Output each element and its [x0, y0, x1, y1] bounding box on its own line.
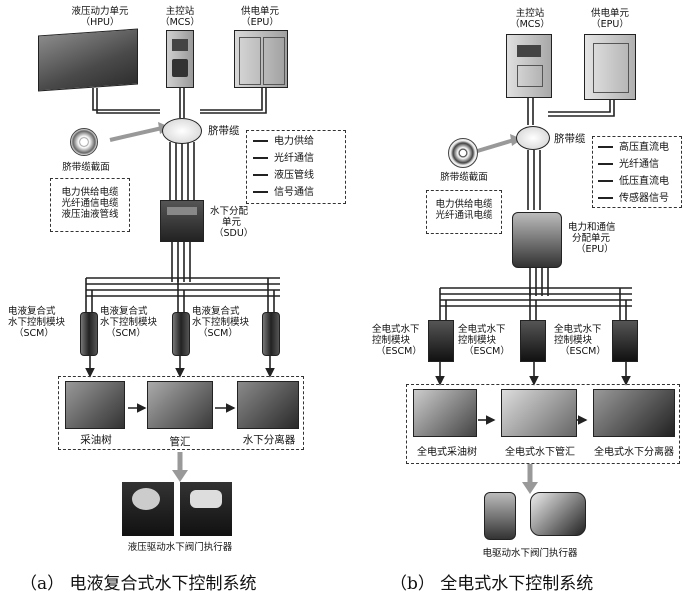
scm-abbr: （SCM） — [106, 328, 146, 339]
scm-abbr: （SCM） — [14, 328, 54, 339]
umbilical-hub — [516, 126, 550, 150]
mcs-cabinet-image — [506, 34, 552, 98]
sdu-label2: 单元 — [222, 217, 242, 228]
mcs-abbr: （MCS） — [160, 17, 200, 28]
legend-item: 液压管线 — [253, 167, 339, 184]
legend-box: 电力供给 光纤通信 液压管线 信号通信 — [246, 130, 346, 204]
hpu-label: 液压动力单元 — [71, 6, 129, 17]
escm-abbr: （ESCM） — [376, 346, 422, 357]
legend-item: 光纤通信 — [253, 150, 339, 167]
xmas-tree-image — [413, 389, 477, 437]
separator-image — [237, 381, 299, 429]
caption-a: （a） 电液复合式水下控制系统 — [20, 574, 257, 594]
section-label: 脐带缆截面 — [440, 172, 488, 183]
escm-module-image — [520, 320, 546, 362]
scm-label: 电液复合式 — [192, 306, 240, 317]
section-label: 脐带缆截面 — [62, 162, 110, 173]
hydraulic-actuator-image — [122, 482, 174, 536]
umbilical-label: 脐带缆 — [208, 125, 240, 137]
epu2-abbr: （EPU） — [576, 244, 614, 255]
actuator-label: 电驱动水下阀门执行器 — [482, 548, 578, 559]
umbilical-hub — [162, 118, 202, 144]
epu-cabinet-image — [584, 34, 636, 100]
sdu-label: 水下分配 — [210, 206, 249, 217]
section-item: 光纤通信电缆 — [61, 198, 119, 209]
scm-abbr: （SCM） — [198, 328, 238, 339]
scm-module-image — [262, 312, 280, 356]
legend-item: 高压直流电 — [598, 139, 676, 156]
tree-label: 采油树 — [80, 434, 112, 446]
legend-item: 信号通信 — [253, 184, 339, 201]
escm-label: 控制模块 — [554, 335, 593, 346]
sdu-image — [160, 200, 204, 242]
scm-label: 水下控制模块 — [100, 317, 158, 328]
epu-label: 供电单元 — [240, 6, 279, 17]
electric-actuator-image — [530, 492, 586, 536]
section-item: 电力供给电缆 — [61, 187, 119, 198]
legend-item: 低压直流电 — [598, 173, 676, 190]
manifold-image — [147, 381, 213, 429]
caption-b: （b） 全电式水下控制系统 — [390, 574, 594, 594]
manifold-label: 全电式水下管汇 — [505, 447, 575, 458]
section-item: 液压油液管线 — [61, 209, 119, 220]
sdu-abbr: （SDU） — [214, 228, 254, 239]
section-item: 电力供给电缆 — [435, 199, 493, 210]
umbilical-section-icon — [70, 128, 98, 156]
escm-module-image — [612, 320, 638, 362]
epu-distribution-image — [512, 212, 562, 268]
escm-label: 全电式水下 — [372, 324, 420, 335]
actuator-label: 液压驱动水下阀门执行器 — [127, 542, 233, 553]
subsea-equipment-box: 全电式采油树 全电式水下管汇 全电式水下分离器 — [406, 384, 680, 464]
mcs-label: 主控站 — [165, 6, 195, 17]
scm-label: 电液复合式 — [100, 306, 148, 317]
separator-image — [593, 389, 675, 437]
epu2-label: 分配单元 — [572, 233, 611, 244]
umbilical-section-icon — [448, 138, 478, 168]
legend-item: 光纤通信 — [598, 156, 676, 173]
separator-label: 全电式水下分离器 — [594, 447, 674, 458]
scm-label: 水下控制模块 — [192, 317, 250, 328]
section-item: 光纤通讯电缆 — [435, 210, 493, 221]
mcs-abbr: （MCS） — [510, 19, 550, 30]
escm-label: 全电式水下 — [554, 324, 602, 335]
escm-abbr: （ESCM） — [560, 346, 606, 357]
escm-module-image — [428, 320, 454, 362]
escm-label: 控制模块 — [458, 335, 497, 346]
legend-item: 传感器信号 — [598, 190, 676, 207]
legend-box: 高压直流电 光纤通信 低压直流电 传感器信号 — [592, 136, 682, 208]
hydraulic-actuator-image — [180, 482, 232, 536]
escm-label: 控制模块 — [372, 335, 411, 346]
hpu-unit-image — [38, 28, 138, 92]
xmas-tree-image — [65, 381, 125, 429]
tree-label: 全电式采油树 — [417, 447, 477, 458]
escm-label: 全电式水下 — [458, 324, 506, 335]
section-items-box: 电力供给电缆 光纤通讯电缆 — [426, 190, 502, 234]
manifold-image — [501, 389, 577, 437]
scm-module-image — [172, 312, 190, 356]
epu-abbr: （EPU） — [591, 19, 629, 30]
manifold-label: 管汇 — [169, 436, 191, 448]
section-items-box: 电力供给电缆 光纤通信电缆 液压油液管线 — [50, 178, 130, 232]
scm-label: 水下控制模块 — [8, 317, 66, 328]
scm-module-image — [80, 312, 98, 356]
separator-label: 水下分离器 — [242, 434, 296, 446]
epu-abbr: （EPU） — [241, 17, 279, 28]
escm-abbr: （ESCM） — [464, 346, 510, 357]
epu-cabinet-image — [234, 30, 288, 88]
electric-actuator-image — [484, 492, 516, 540]
epu2-label: 电力和通信 — [568, 222, 616, 233]
legend-item: 电力供给 — [253, 133, 339, 150]
subsea-equipment-box: 采油树 管汇 水下分离器 — [58, 376, 304, 450]
hpu-abbr: （HPU） — [80, 17, 120, 28]
epu-label: 供电单元 — [590, 8, 629, 19]
mcs-cabinet-image — [166, 30, 194, 88]
scm-label: 电液复合式 — [8, 306, 56, 317]
mcs-label: 主控站 — [515, 8, 545, 19]
umbilical-label: 脐带缆 — [554, 133, 586, 145]
